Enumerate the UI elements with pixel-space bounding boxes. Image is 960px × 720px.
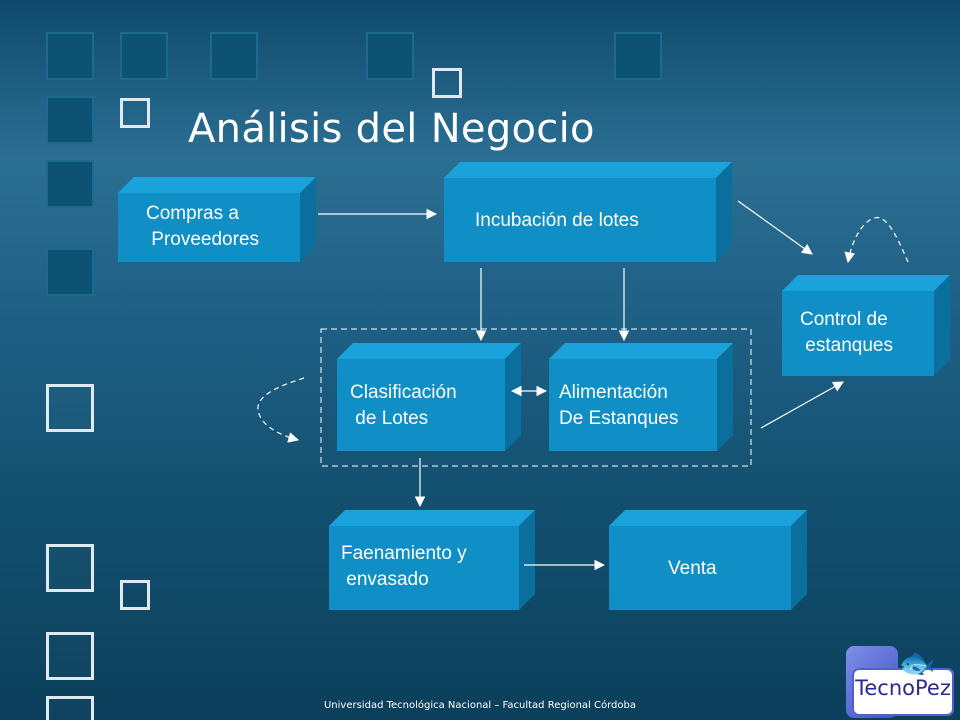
arrow-group-control bbox=[760, 381, 844, 429]
decor-square bbox=[46, 544, 94, 592]
label-alimentacion: Alimentación De Estanques bbox=[559, 382, 679, 429]
group-dashed-frame bbox=[320, 328, 752, 467]
box-incubacion bbox=[444, 162, 732, 262]
box-alimentacion bbox=[549, 343, 733, 451]
decor-square bbox=[210, 32, 258, 80]
logo-text: TecnoPez bbox=[855, 676, 951, 700]
decor-square bbox=[46, 160, 94, 208]
decor-square bbox=[46, 384, 94, 432]
box-control bbox=[782, 275, 950, 376]
loop-arrow-control bbox=[844, 216, 909, 264]
decor-square bbox=[432, 68, 462, 98]
label-faenamiento: Faenamiento y envasado bbox=[341, 543, 467, 590]
slide-title: Análisis del Negocio bbox=[188, 106, 595, 152]
label-clasificacion: Clasificación de Lotes bbox=[350, 382, 457, 429]
footer-text: Universidad Tecnológica Nacional – Facul… bbox=[323, 700, 636, 711]
label-incubacion: Incubación de lotes bbox=[475, 210, 639, 231]
box-faenamiento bbox=[329, 510, 535, 610]
decor-square bbox=[120, 32, 168, 80]
box-compras bbox=[118, 177, 316, 262]
decor-square bbox=[120, 580, 150, 610]
box-venta bbox=[609, 510, 807, 610]
fish-icon: 🐟 bbox=[898, 647, 936, 680]
decor-square bbox=[366, 32, 414, 80]
decor-square bbox=[46, 32, 94, 80]
tecnopez-logo: 🐟 TecnoPez bbox=[846, 646, 956, 718]
decor-square bbox=[46, 696, 94, 720]
label-venta: Venta bbox=[668, 558, 717, 579]
decor-square bbox=[614, 32, 662, 80]
label-control: Control de estanques bbox=[800, 309, 893, 356]
decor-square bbox=[46, 96, 94, 144]
label-compras: Compras a Proveedores bbox=[146, 203, 260, 250]
loop-arrow-clasificacion bbox=[257, 377, 305, 443]
decor-square bbox=[46, 248, 94, 296]
decor-square bbox=[46, 632, 94, 680]
arrow-incubacion-control bbox=[737, 200, 813, 255]
box-clasificacion bbox=[337, 343, 521, 451]
decor-square bbox=[120, 98, 150, 128]
